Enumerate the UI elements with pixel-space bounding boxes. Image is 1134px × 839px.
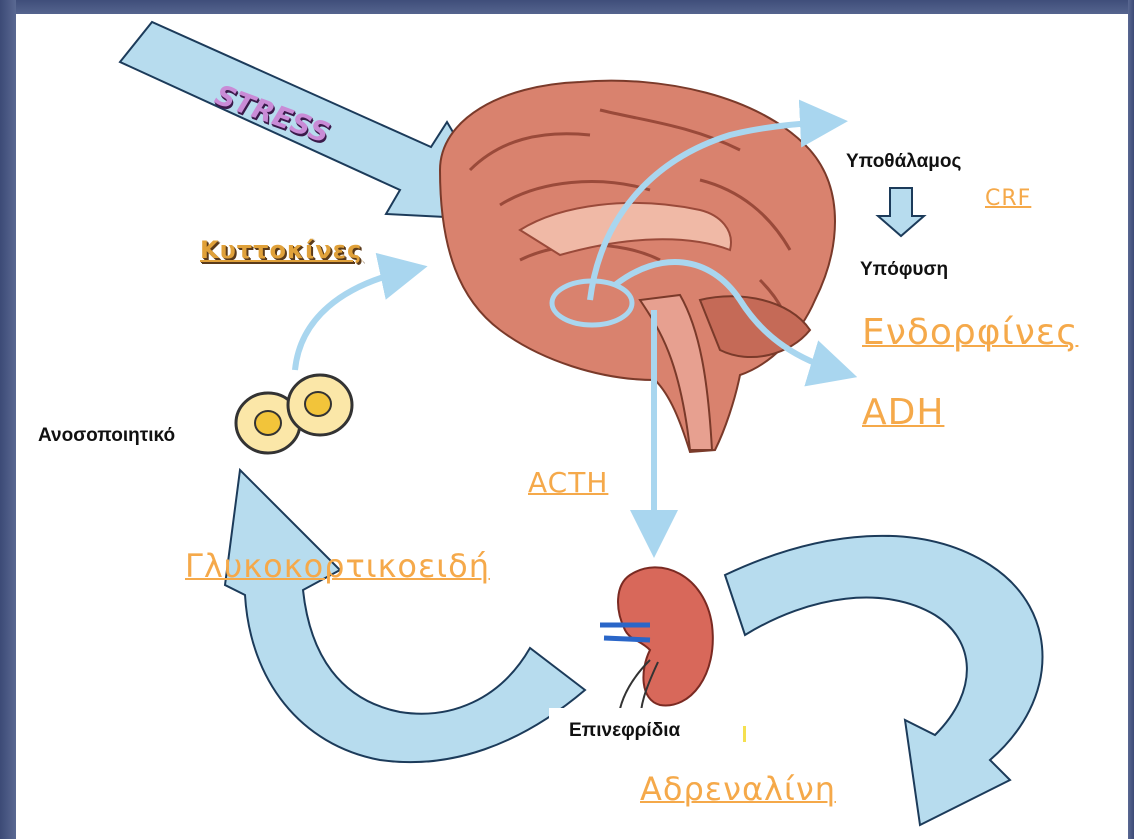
label-adh: ADH [862, 392, 944, 433]
label-crf: CRF [985, 186, 1031, 211]
label-immune: Ανοσοποιητικό [38, 425, 175, 447]
glucocorticoid-loop-arrow [225, 470, 585, 762]
label-pituitary: Υπόφυση [860, 259, 948, 281]
immune-cells-icon [236, 375, 352, 453]
label-endorphins: Ενδορφίνες [862, 312, 1078, 353]
arrow-immune-to-brain [295, 270, 410, 370]
label-cytokines: Κυττοκίνες [200, 236, 362, 264]
kidney-adrenal-icon [600, 567, 713, 725]
label-acth: ACTH [528, 466, 608, 499]
label-hypothalamus: Υποθάλαμος [846, 151, 961, 173]
label-adrenals: Επινεφρίδια [549, 708, 698, 754]
brain-illustration [440, 81, 835, 452]
label-glucocorticoids: Γλυκοκορτικοειδή [185, 547, 490, 585]
yellow-marker [743, 726, 746, 742]
label-adrenaline: Αδρεναλίνη [640, 770, 836, 808]
crf-down-arrow [878, 188, 924, 236]
